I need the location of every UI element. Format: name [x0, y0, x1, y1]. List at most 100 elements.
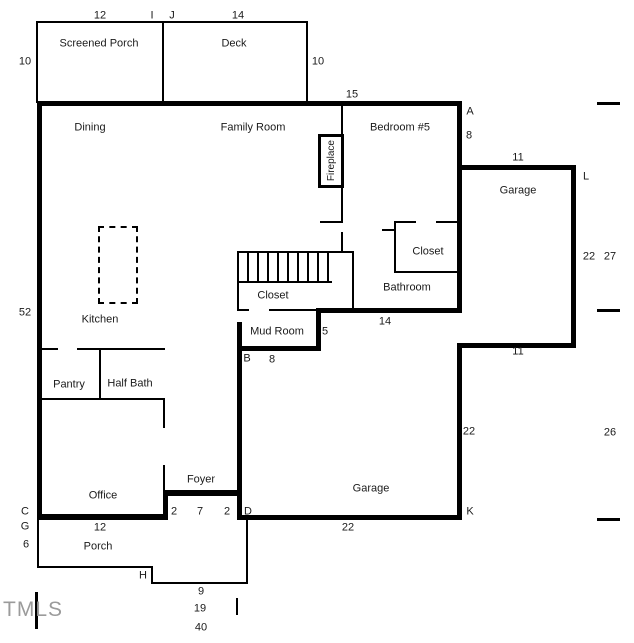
wall-porch-step [151, 566, 153, 584]
fireplace-label: Fireplace [325, 140, 337, 182]
wall-bathroom-door-jamb [382, 229, 395, 231]
wall-bedroom-closet-top-2 [436, 221, 459, 223]
marker-a: A [466, 105, 474, 118]
dim-right-a: 8 [465, 129, 473, 142]
tick-right-top [597, 102, 620, 105]
kitchen-island [98, 226, 138, 304]
stair-tread [257, 251, 259, 283]
dim-bath-width: 14 [378, 315, 392, 328]
tick-bottom-middle [236, 598, 238, 615]
marker-d: D [244, 505, 252, 518]
room-label-bedroom-closet: Closet [412, 245, 444, 258]
wall-pantry-bottom [37, 398, 165, 400]
room-label-pantry: Pantry [53, 378, 85, 391]
tick-right-middle [597, 309, 620, 312]
wall-left-main [37, 101, 42, 520]
wall-bedroom-closet-left [394, 221, 396, 273]
wall-mudroom-bottom [237, 346, 321, 351]
marker-c: C [21, 505, 29, 518]
room-label-mud-room: Mud Room [250, 325, 304, 338]
dim-porch-width: 12 [93, 521, 107, 534]
wall-stairs-top [237, 251, 354, 253]
wall-deck-right [306, 21, 308, 103]
fireplace-box: Fireplace [318, 134, 344, 188]
wall-porch-bottom-2 [151, 582, 248, 584]
wall-pantry-top-1 [37, 348, 58, 350]
tick-bottom-left [35, 592, 38, 629]
dim-stoop-mid: 7 [196, 505, 204, 518]
wall-foyer-bottom [163, 490, 241, 496]
wall-office-right-1 [163, 398, 165, 428]
wall-pantry-divider [99, 348, 101, 400]
wall-bathroom-bottom [316, 308, 462, 313]
wall-stairs-closet-bottom-1 [237, 309, 249, 311]
wall-deck-top [36, 21, 308, 23]
dim-bottom-span-40: 40 [194, 621, 208, 634]
room-label-screened-porch: Screened Porch [59, 37, 139, 50]
marker-i: I [150, 9, 154, 22]
dim-screened-porch-depth: 10 [18, 55, 32, 68]
wall-bedroom5-stub [341, 232, 343, 253]
wall-bedroom-closet-top-1 [394, 221, 416, 223]
room-label-bathroom: Bathroom [383, 281, 431, 294]
room-label-kitchen: Kitchen [81, 313, 119, 326]
room-label-deck: Deck [221, 37, 247, 50]
wall-garage-upper-right [571, 165, 576, 348]
dim-bottom-span-19: 19 [193, 602, 207, 615]
tick-right-bottom [597, 518, 620, 521]
room-label-garage-upper: Garage [499, 184, 537, 197]
wall-stairs-bottom [237, 281, 332, 283]
dim-garage-inner-right: 22 [462, 425, 476, 438]
wall-porch-deck-divider [162, 21, 164, 103]
marker-b: B [243, 352, 251, 365]
wall-porch-bottom-1 [37, 566, 153, 568]
wall-garage-upper-bottom [457, 343, 576, 348]
dim-stoop-right: 2 [223, 505, 231, 518]
marker-l: L [582, 170, 590, 183]
stair-tread [327, 251, 329, 283]
wall-garage-lower-left [237, 322, 242, 520]
wall-pantry-top-2 [77, 348, 165, 350]
wall-bathroom-left [352, 251, 354, 310]
room-label-half-bath: Half Bath [107, 377, 153, 390]
wall-garage-upper-top [457, 165, 576, 170]
dim-right-upper-span: 27 [603, 250, 617, 263]
marker-g: G [20, 520, 30, 533]
room-label-porch: Porch [83, 540, 113, 553]
wall-office-bottom [37, 514, 167, 520]
dim-left-span: 52 [18, 306, 32, 319]
wall-bottom-garage [237, 515, 462, 520]
wall-right-lower [457, 343, 462, 520]
wall-hall-left [237, 251, 239, 311]
dim-garage-right-span: 22 [582, 250, 596, 263]
marker-k: K [466, 505, 474, 518]
wall-bedroom-closet-bottom [394, 271, 459, 273]
dim-bedroom-top: 15 [345, 88, 359, 101]
dim-porch-depth: 6 [22, 538, 30, 551]
stair-tread [297, 251, 299, 283]
wall-stairs-closet-bottom-2 [269, 309, 318, 311]
wall-screened-porch-left [36, 21, 38, 103]
stair-tread [247, 251, 249, 283]
wall-porch-left [37, 518, 39, 568]
wall-family-door-jamb [320, 221, 343, 223]
stair-tread [277, 251, 279, 283]
room-label-family-room: Family Room [220, 121, 286, 134]
dim-screened-porch-width: 12 [93, 9, 107, 22]
dim-garage-width: 22 [341, 521, 355, 534]
dim-right-lower-span: 26 [603, 426, 617, 439]
wall-foyer-left-stub [163, 492, 168, 520]
room-label-stairs-closet: Closet [257, 289, 289, 302]
wall-office-right-2 [163, 465, 165, 492]
dim-garage-bottom-edge: 11 [512, 345, 524, 358]
wall-mudroom-right [316, 308, 321, 351]
room-label-dining: Dining [74, 121, 106, 134]
marker-j: J [169, 9, 175, 22]
stair-tread [317, 251, 319, 283]
dim-mud-width: 8 [268, 353, 276, 366]
dim-deck-width: 14 [231, 9, 245, 22]
marker-h: H [139, 569, 147, 582]
dim-deck-depth: 10 [311, 55, 325, 68]
stair-tread [287, 251, 289, 283]
